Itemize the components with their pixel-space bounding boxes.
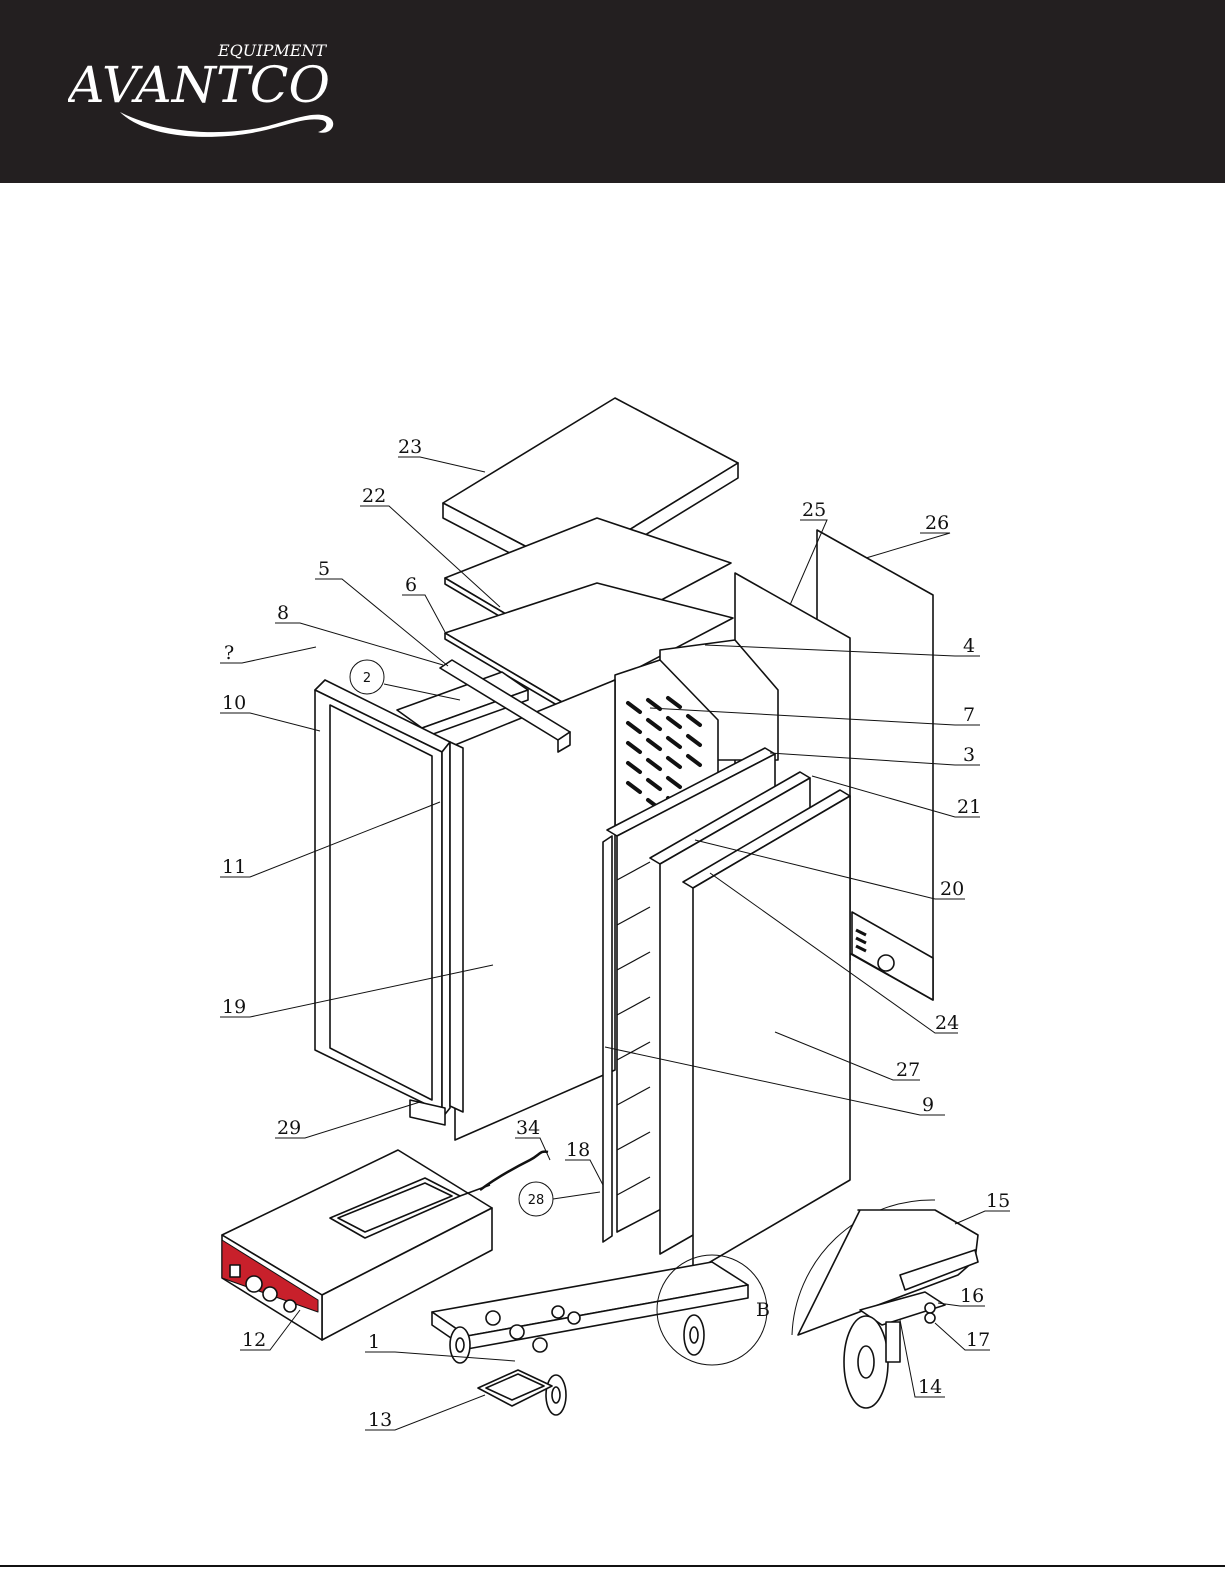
part-caster-rear xyxy=(684,1315,704,1355)
leader-18 xyxy=(565,1160,603,1185)
callout-17: 17 xyxy=(966,1329,990,1351)
leader-26 xyxy=(866,533,950,558)
leader-23 xyxy=(398,457,485,472)
callout-20: 20 xyxy=(940,878,964,900)
part-caster-front-right xyxy=(546,1375,566,1415)
leader-28 xyxy=(553,1192,600,1199)
leader-15 xyxy=(955,1211,1010,1224)
callout-7: 7 xyxy=(963,704,975,726)
callout-23: 23 xyxy=(398,436,422,458)
bottom-rule xyxy=(0,1565,1225,1567)
part-push-handle xyxy=(478,1370,552,1406)
callout-1: 1 xyxy=(368,1331,380,1353)
callout-25: 25 xyxy=(802,499,826,521)
callout-10: 10 xyxy=(222,692,246,714)
leader-34 xyxy=(515,1138,550,1160)
callout-27: 27 xyxy=(896,1059,920,1081)
part-left-interior-panel xyxy=(455,680,615,1140)
callout-14: 14 xyxy=(918,1376,942,1398)
callout-4: 4 xyxy=(963,635,975,657)
circled-callout-2: 2 xyxy=(363,671,371,686)
callout-18: 18 xyxy=(566,1139,590,1161)
callout-11: 11 xyxy=(222,856,246,878)
callout-26: 26 xyxy=(925,512,949,534)
circled-callout-28: 28 xyxy=(528,1193,545,1208)
part-detail-caster-view xyxy=(792,1200,978,1408)
part-door-strip xyxy=(450,742,463,1112)
callout-q: ? xyxy=(224,642,234,664)
callout-34: 34 xyxy=(516,1117,540,1139)
part-front-door xyxy=(315,680,450,1118)
callout-29: 29 xyxy=(277,1117,301,1139)
leader-q xyxy=(220,647,316,663)
callout-5: 5 xyxy=(318,558,330,580)
callout-19: 19 xyxy=(222,996,246,1018)
callout-24: 24 xyxy=(935,1012,959,1034)
callout-3: 3 xyxy=(963,744,975,766)
callout-12: 12 xyxy=(242,1329,266,1351)
callout-9: 9 xyxy=(922,1094,934,1116)
callout-21: 21 xyxy=(957,796,981,818)
callout-8: 8 xyxy=(277,602,289,624)
callout-22: 22 xyxy=(362,485,386,507)
detail-marker-b: B xyxy=(756,1299,770,1321)
part-hinge-post-9 xyxy=(603,836,612,1242)
leader-8 xyxy=(275,623,443,665)
leader-5 xyxy=(315,579,448,666)
leader-1 xyxy=(365,1352,515,1361)
callout-15: 15 xyxy=(986,1190,1010,1212)
leader-6 xyxy=(402,595,445,632)
leader-10 xyxy=(220,713,320,731)
callout-13: 13 xyxy=(368,1409,392,1431)
callout-16: 16 xyxy=(960,1285,984,1307)
callout-6: 6 xyxy=(405,574,417,596)
